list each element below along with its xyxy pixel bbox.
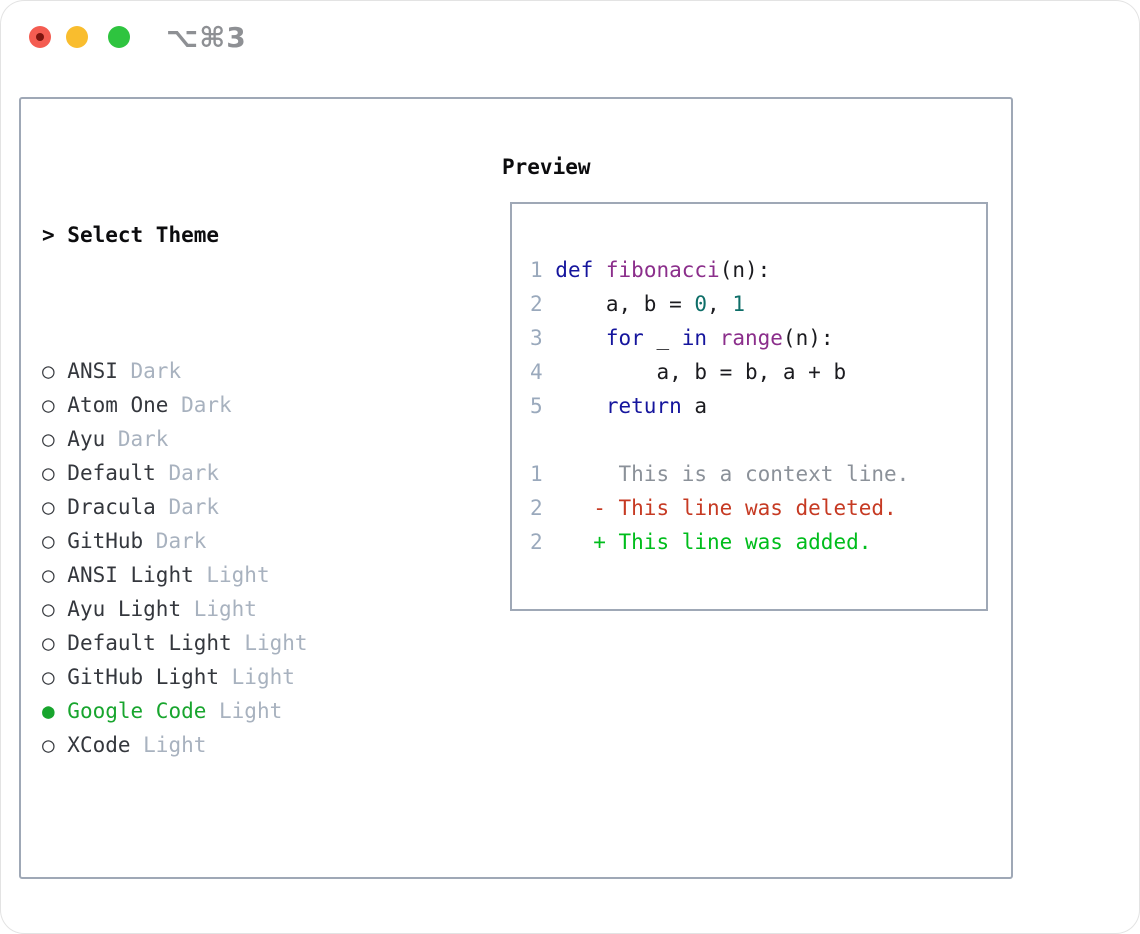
preview-code: 1 def fibonacci(n): 2 a, b = 0, 1 3 for _ … — [530, 253, 986, 559]
radio-icon: ○ — [42, 393, 68, 417]
apply-to-section: Apply To ● User Settings○ Workspace Sett… — [42, 898, 396, 934]
theme-name: GitHub — [67, 529, 144, 553]
theme-option[interactable]: ○ XCode Light — [42, 728, 396, 762]
select-theme-label: Select Theme — [67, 223, 220, 247]
theme-name: XCode — [67, 733, 131, 757]
radio-icon: ○ — [42, 665, 68, 689]
code-line: 2 + This line was added. — [530, 530, 872, 554]
theme-option[interactable]: ○ Atom One Dark — [42, 388, 396, 422]
radio-icon: ○ — [42, 597, 68, 621]
select-theme-header: > Select Theme — [42, 218, 396, 252]
code-line: 1 This is a context line. — [530, 462, 910, 486]
theme-list: ○ ANSI Dark○ Atom One Dark○ Ayu Dark○ De… — [42, 354, 396, 762]
code-line: 5 return a — [530, 394, 708, 418]
code-line: 4 a, b = b, a + b — [530, 360, 847, 384]
theme-name: ANSI Light — [67, 563, 194, 587]
radio-selected-icon: ● — [42, 699, 68, 723]
theme-name: Dracula — [67, 495, 156, 519]
theme-option[interactable]: ○ ANSI Light Light — [42, 558, 396, 592]
theme-name: Ayu — [67, 427, 106, 451]
theme-option[interactable]: ○ ANSI Dark — [42, 354, 396, 388]
theme-variant: Dark — [143, 529, 207, 553]
main-panel: > Select Theme ○ ANSI Dark○ Atom One Dar… — [19, 97, 1013, 879]
theme-option[interactable]: ○ GitHub Dark — [42, 524, 396, 558]
close-button-icon[interactable] — [29, 26, 51, 48]
theme-name: ANSI — [67, 359, 118, 383]
code-line: 3 for _ in range(n): — [530, 326, 834, 350]
window-title: ⌥⌘3 — [166, 21, 247, 54]
titlebar: ⌥⌘3 — [0, 0, 1140, 70]
radio-icon: ○ — [42, 529, 68, 553]
theme-variant: Dark — [105, 427, 169, 451]
theme-option[interactable]: ○ Default Dark — [42, 456, 396, 490]
theme-name: GitHub Light — [67, 665, 220, 689]
theme-variant: Light — [219, 665, 295, 689]
theme-name: Default Light — [67, 631, 232, 655]
theme-option[interactable]: ○ Ayu Dark — [42, 422, 396, 456]
theme-option[interactable]: ● Google Code Light — [42, 694, 396, 728]
theme-name: Ayu Light — [67, 597, 182, 621]
theme-option[interactable]: ○ GitHub Light Light — [42, 660, 396, 694]
theme-variant: Dark — [117, 359, 182, 383]
radio-icon: ○ — [42, 733, 68, 757]
theme-variant: Light — [206, 699, 283, 723]
theme-name: Google Code — [67, 699, 207, 723]
theme-variant: Light — [231, 631, 308, 655]
theme-variant: Dark — [155, 495, 220, 519]
radio-icon: ○ — [42, 359, 68, 383]
preview-pane: 1 def fibonacci(n): 2 a, b = 0, 1 3 for _ … — [510, 202, 988, 611]
radio-icon: ○ — [42, 563, 68, 587]
preview-header: Preview — [502, 155, 591, 179]
theme-name: Default — [67, 461, 156, 485]
focus-caret-icon: > — [42, 223, 68, 247]
theme-name: Atom One — [67, 393, 169, 417]
theme-option[interactable]: ○ Default Light Light — [42, 626, 396, 660]
radio-icon: ○ — [42, 631, 68, 655]
theme-selector: > Select Theme ○ ANSI Dark○ Atom One Dar… — [42, 150, 396, 934]
theme-variant: Dark — [168, 393, 232, 417]
theme-variant: Light — [193, 563, 270, 587]
code-line — [530, 423, 986, 457]
theme-variant: Light — [181, 597, 257, 621]
theme-option[interactable]: ○ Dracula Dark — [42, 490, 396, 524]
minimize-button-icon[interactable] — [66, 26, 88, 48]
theme-variant: Dark — [155, 461, 220, 485]
code-line: 2 - This line was deleted. — [530, 496, 897, 520]
theme-option[interactable]: ○ Ayu Light Light — [42, 592, 396, 626]
zoom-button-icon[interactable] — [108, 26, 130, 48]
radio-icon: ○ — [42, 495, 68, 519]
code-line: 2 a, b = 0, 1 — [530, 292, 745, 316]
radio-icon: ○ — [42, 461, 68, 485]
code-line: 1 def fibonacci(n): — [530, 258, 771, 282]
radio-icon: ○ — [42, 427, 68, 451]
theme-variant: Light — [130, 733, 207, 757]
